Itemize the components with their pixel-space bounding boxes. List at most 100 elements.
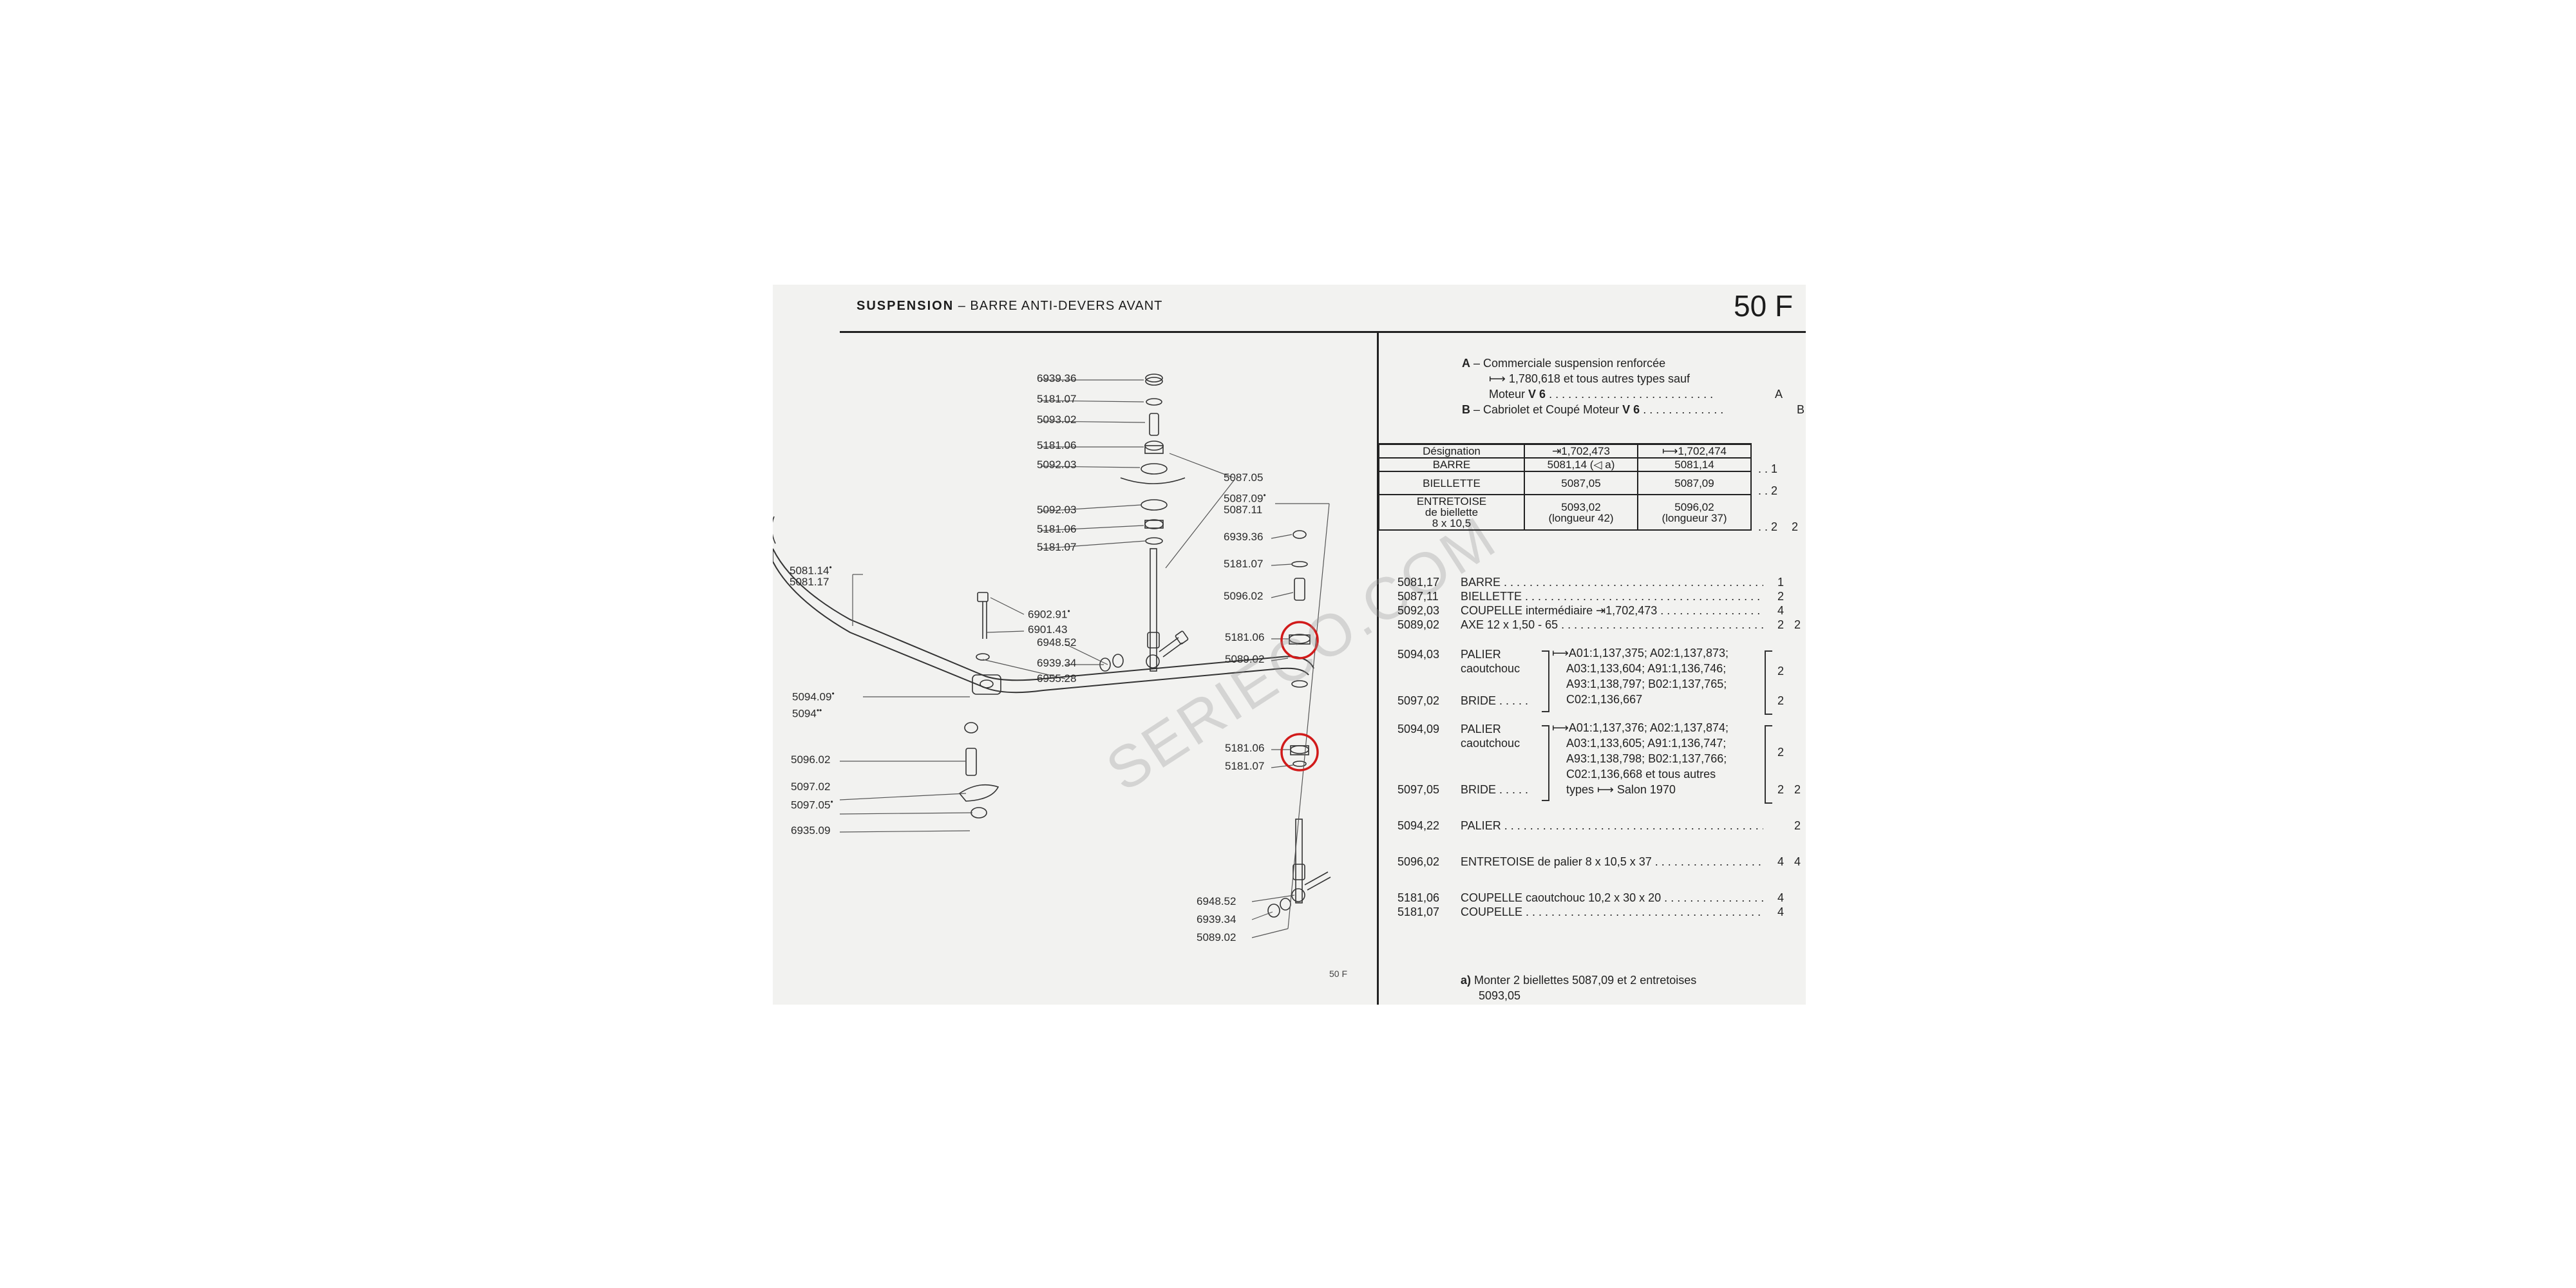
table-cell: 5081,14 (◁ a)	[1524, 457, 1638, 472]
bracket	[1542, 725, 1549, 801]
part-label: 5181.07	[1225, 760, 1265, 772]
part-desc: COUPELLE caoutchouc 10,2 x 30 x 20 . . .…	[1461, 891, 1763, 904]
part-label: 6955.28	[1037, 672, 1077, 685]
part-desc: PALIER	[1461, 723, 1501, 735]
footnote: a) Monter 2 biellettes 5087,09 et 2 entr…	[1461, 974, 1697, 987]
part-label: 5094	[792, 706, 822, 721]
serial-line: ⟼A01:1,137,375; A02:1,137,873;	[1552, 647, 1729, 659]
table-cell: 5081,14	[1637, 457, 1752, 472]
serial-line: A03:1,133,605; A91:1,136,747;	[1566, 737, 1727, 750]
part-desc: BRIDE . . . . .	[1461, 694, 1529, 707]
serial-line: A93:1,138,797; B02:1,137,765;	[1566, 677, 1727, 690]
suspension-drawing	[773, 374, 1331, 938]
part-label: 5087.09	[1224, 491, 1266, 506]
qty: 2	[1777, 665, 1785, 677]
exploded-diagram: 6939.36 5181.07 5093.02 5181.06 5092.03 …	[773, 285, 1508, 1005]
part-label: 5096.02	[1224, 590, 1264, 602]
note-a-line3: Moteur V 6 . . . . . . . . . . . . . . .…	[1489, 388, 1714, 401]
bracket	[1765, 725, 1772, 804]
part-label: 5096.02	[791, 753, 831, 766]
part-label: 6902.91	[1028, 607, 1070, 621]
part-ref: 5087,11	[1397, 590, 1439, 603]
footnote-line2: 5093,05	[1479, 989, 1521, 1002]
part-label: 6901.43	[1028, 623, 1068, 636]
part-label: 5097.02	[791, 781, 831, 793]
qty: 2	[1794, 618, 1801, 631]
serial-line: types ⟼ Salon 1970	[1566, 783, 1676, 796]
part-label: 5181.06	[1037, 523, 1077, 535]
table-header: ⇥1,702,473	[1524, 443, 1638, 459]
qty: 4	[1777, 604, 1785, 617]
part-ref: 5181,06	[1397, 891, 1440, 904]
qty: 2	[1777, 694, 1785, 707]
part-desc: COUPELLE intermédiaire ⇥1,702,473 . . . …	[1461, 604, 1763, 617]
serial-line: A93:1,138,798; B02:1,137,766;	[1566, 752, 1727, 765]
qty: . . 2	[1758, 520, 1778, 533]
part-desc: caoutchouc	[1461, 662, 1520, 675]
part-ref: 5181,07	[1397, 905, 1440, 918]
part-ref: 5097,02	[1397, 694, 1440, 707]
note-a: A – Commerciale suspension renforcée	[1462, 357, 1666, 370]
serial-line: C02:1,136,667	[1566, 693, 1643, 706]
part-label: 6948.52	[1037, 636, 1077, 649]
designation-table: Désignation ⇥1,702,473 ⟼1,702,474 BARRE …	[1378, 443, 1752, 531]
header-rule	[840, 331, 1806, 333]
qty: 4	[1777, 855, 1785, 868]
part-label: 5081.17	[790, 576, 829, 588]
part-label: 6939.36	[1037, 372, 1077, 384]
catalog-page: SUSPENSION – BARRE ANTI-DEVERS AVANT 50 …	[773, 285, 1806, 1005]
qty: 2	[1777, 590, 1785, 603]
part-ref: 5096,02	[1397, 855, 1440, 868]
qty: . . 2	[1758, 484, 1778, 497]
part-label: 5092.03	[1037, 504, 1077, 516]
table-header: Désignation	[1378, 443, 1525, 459]
table-cell: 5087,05	[1524, 471, 1638, 495]
part-ref: 5094,03	[1397, 648, 1440, 661]
table-cell: 5096,02(longueur 37)	[1637, 494, 1752, 531]
part-desc: BRIDE . . . . .	[1461, 783, 1529, 796]
serial-line: ⟼A01:1,137,376; A02:1,137,874;	[1552, 721, 1729, 734]
part-label: 5181.06	[1037, 439, 1077, 451]
note-b-tag: B	[1797, 403, 1805, 416]
highlight-circle	[1280, 733, 1319, 772]
part-desc: COUPELLE . . . . . . . . . . . . . . . .…	[1461, 905, 1763, 918]
part-ref: 5094,22	[1397, 819, 1440, 832]
part-label: 6939.34	[1197, 913, 1236, 925]
part-ref: 5094,09	[1397, 723, 1440, 735]
qty: 2	[1777, 746, 1785, 759]
part-label: 5087.11	[1224, 504, 1263, 516]
qty: 2	[1794, 783, 1801, 796]
bracket	[1542, 650, 1549, 712]
part-label: 5089.02	[1225, 653, 1265, 665]
part-label: 5097.05	[791, 797, 833, 812]
page-title: SUSPENSION – BARRE ANTI-DEVERS AVANT	[857, 299, 1163, 313]
part-label: 5181.06	[1225, 631, 1265, 643]
serial-line: C02:1,136,668 et tous autres	[1566, 768, 1716, 781]
part-label: 6939.36	[1224, 531, 1264, 543]
qty: 2	[1792, 520, 1799, 533]
table-header: ⟼1,702,474	[1637, 443, 1752, 459]
part-label: 6939.34	[1037, 657, 1077, 669]
part-desc: caoutchouc	[1461, 737, 1520, 750]
qty: 4	[1794, 855, 1801, 868]
qty: 1	[1777, 576, 1785, 589]
part-ref: 5081,17	[1397, 576, 1440, 589]
part-label: 5087.05	[1224, 471, 1264, 484]
highlight-circle	[1280, 621, 1319, 659]
qty: 2	[1777, 783, 1785, 796]
column-divider	[1377, 331, 1379, 1005]
part-label: 5181.07	[1224, 558, 1264, 570]
page-number: 50 F	[1734, 289, 1794, 323]
part-label: 5093.02	[1037, 413, 1077, 426]
serial-line: A03:1,133,604; A91:1,136,746;	[1566, 662, 1727, 675]
qty: 2	[1794, 819, 1801, 832]
part-label: 5081.14	[790, 563, 832, 578]
footer-mark: 50 F	[1329, 969, 1348, 979]
table-cell: BIELLETTE	[1378, 471, 1525, 495]
part-label: 6935.09	[791, 824, 831, 837]
part-label: 5092.03	[1037, 459, 1077, 471]
part-desc: ENTRETOISE de palier 8 x 10,5 x 37 . . .…	[1461, 855, 1763, 868]
part-desc: BARRE . . . . . . . . . . . . . . . . . …	[1461, 576, 1763, 589]
note-a-line2: ⟼ 1,780,618 et tous autres types sauf	[1489, 372, 1690, 385]
part-label: 5181.06	[1225, 742, 1265, 754]
